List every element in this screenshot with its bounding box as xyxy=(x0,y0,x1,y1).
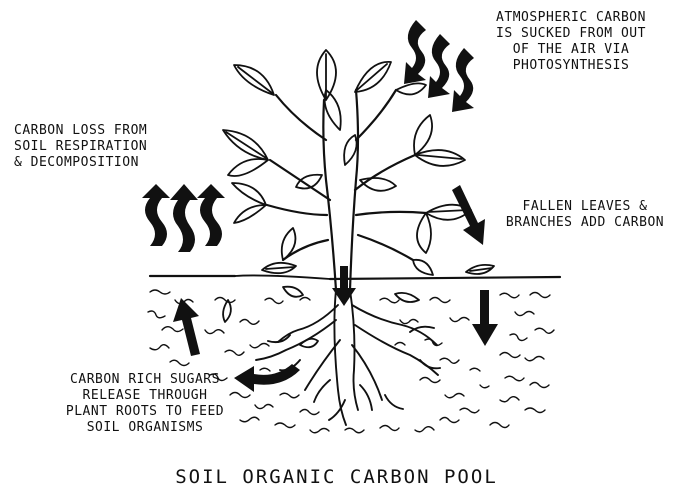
carbon-loss-line: SOIL RESPIRATION xyxy=(14,139,184,155)
fallen-leaves-label: FALLEN LEAVES & BRANCHES ADD CARBON xyxy=(500,199,670,231)
carbon-loss-arrows xyxy=(142,184,225,252)
soil-up-arrow-left xyxy=(173,298,200,356)
carbon-sugars-label: CARBON RICH SUGARS RELEASE THROUGH PLANT… xyxy=(40,372,250,436)
carbon-loss-label: CARBON LOSS FROM SOIL RESPIRATION & DECO… xyxy=(14,123,184,171)
carbon-loss-line: & DECOMPOSITION xyxy=(14,155,184,171)
atmospheric-line: PHOTOSYNTHESIS xyxy=(476,58,666,74)
diagram-title: SOIL ORGANIC CARBON POOL xyxy=(0,466,673,488)
atmospheric-line: ATMOSPHERIC CARBON xyxy=(476,10,666,26)
fallen-leaves-line: FALLEN LEAVES & xyxy=(500,199,670,215)
soil-down-arrow-right xyxy=(472,290,498,346)
fallen-leaves-line: BRANCHES ADD CARBON xyxy=(500,215,670,231)
atmospheric-carbon-arrows xyxy=(404,20,474,112)
ground-line xyxy=(150,276,560,279)
carbon-sugars-line: SOIL ORGANISMS xyxy=(40,420,250,436)
atmospheric-line: OF THE AIR VIA xyxy=(476,42,666,58)
carbon-sugars-line: RELEASE THROUGH xyxy=(40,388,250,404)
plant-stem xyxy=(267,90,426,290)
carbon-loss-line: CARBON LOSS FROM xyxy=(14,123,184,139)
plant-roots xyxy=(256,290,440,425)
fallen-leaves-arrow xyxy=(452,185,485,245)
carbon-sugars-line: PLANT ROOTS TO FEED xyxy=(40,404,250,420)
atmospheric-line: IS SUCKED FROM OUT xyxy=(476,26,666,42)
atmospheric-carbon-label: ATMOSPHERIC CARBON IS SUCKED FROM OUT OF… xyxy=(476,10,666,74)
carbon-sugars-line: CARBON RICH SUGARS xyxy=(40,372,250,388)
